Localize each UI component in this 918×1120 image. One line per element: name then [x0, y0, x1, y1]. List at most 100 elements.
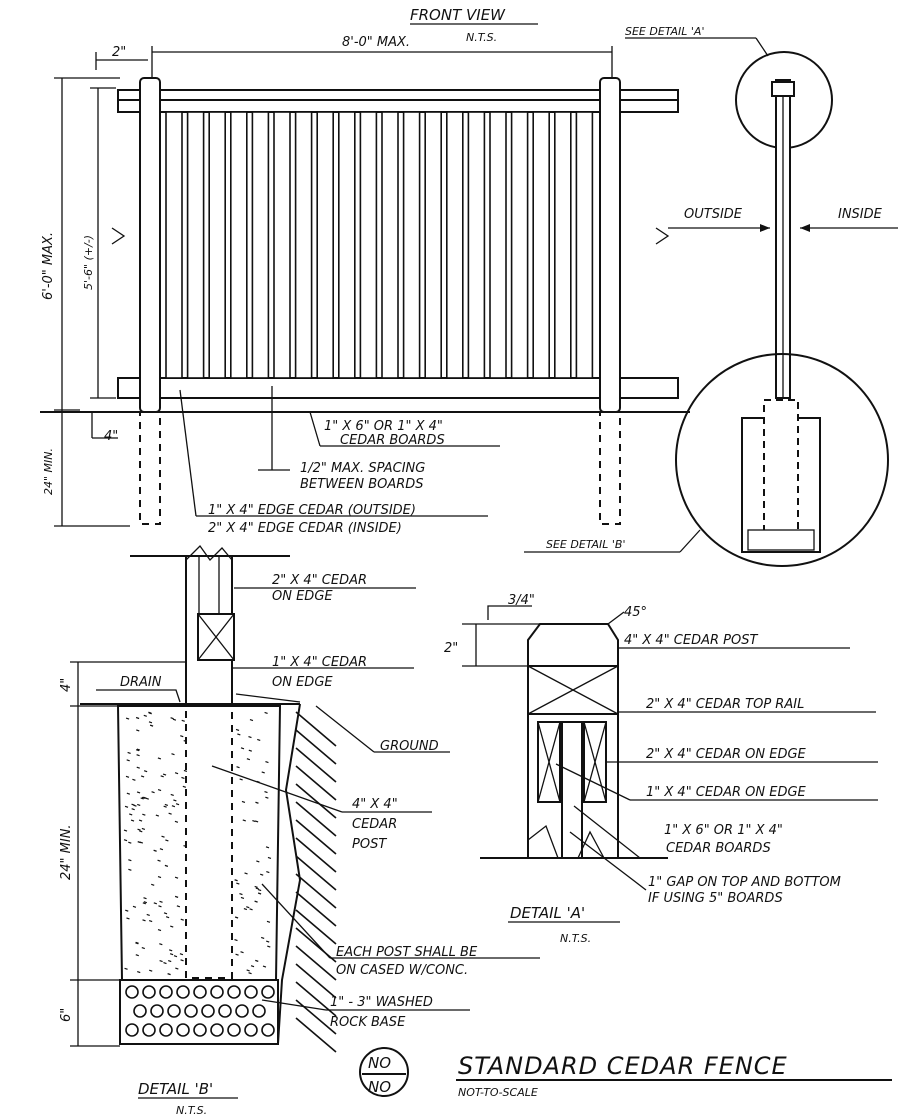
concrete-speck	[265, 796, 269, 799]
gravel-stone	[176, 1023, 190, 1037]
drawing-title: STANDARD CEDAR FENCE	[458, 1052, 788, 1080]
fence-boards	[165, 111, 594, 379]
a-boards-label-2: CEDAR BOARDS	[666, 841, 771, 856]
gravel-stone	[261, 1023, 275, 1037]
concrete-speck	[248, 972, 252, 975]
fence-board	[532, 111, 551, 379]
concrete-speck	[141, 827, 146, 830]
a-1x4-edge-label: 1" X 4" CEDAR ON EDGE	[646, 785, 807, 800]
fence-board	[489, 111, 507, 379]
gravel-stone	[159, 1023, 173, 1037]
concrete-speck	[180, 959, 184, 962]
front-view: FRONT VIEW N.T.S. 8'-0" MAX. 2" 6'-0" MA…	[40, 6, 898, 567]
a-dim-2in: 2"	[444, 641, 458, 656]
concrete-speck	[131, 808, 135, 811]
dim-2in-label: 2"	[112, 45, 126, 60]
concrete-speck	[170, 717, 174, 720]
see-detail-b-label: SEE DETAIL 'B'	[546, 538, 626, 551]
concrete-speck	[126, 792, 131, 795]
concrete-speck	[151, 791, 155, 794]
concrete-speck	[140, 797, 144, 800]
concrete-speck	[146, 913, 150, 917]
concrete-speck	[136, 791, 141, 794]
concrete-speck	[165, 839, 169, 842]
concrete-speck	[157, 788, 162, 792]
concrete-speck	[140, 775, 145, 778]
gravel-stone	[227, 985, 241, 999]
concrete-speck	[135, 954, 139, 957]
hatch-line	[295, 711, 337, 747]
concrete-speck	[252, 819, 256, 823]
concrete-speck	[254, 900, 258, 903]
concrete-speck	[174, 895, 179, 898]
outside-label: OUTSIDE	[684, 207, 743, 222]
gravel-stone	[218, 1004, 232, 1018]
concrete-speck	[267, 856, 272, 859]
concrete-speck	[170, 925, 174, 928]
depth-min-label: 24" MIN.	[42, 448, 55, 495]
concrete-speck	[137, 841, 141, 844]
concrete-speck	[143, 770, 148, 773]
concrete-speck	[173, 799, 177, 802]
fence-board	[251, 111, 270, 379]
concrete-speck	[244, 872, 248, 875]
a-angle: 45°	[624, 605, 647, 620]
concrete-speck	[171, 753, 175, 756]
concrete-speck	[136, 748, 141, 751]
hatch-line	[295, 819, 337, 855]
ground-label: GROUND	[380, 739, 439, 754]
concrete-speck	[236, 882, 240, 885]
gravel-stone	[142, 1023, 156, 1037]
concrete-speck	[240, 896, 245, 900]
concrete-speck	[265, 760, 269, 764]
gravel-stone	[227, 1023, 241, 1037]
concrete-label-1: EACH POST SHALL BE	[336, 945, 478, 960]
a-post-label: 4" X 4" CEDAR POST	[624, 633, 758, 648]
concrete-speck	[127, 751, 131, 755]
front-view-nts: N.T.S.	[466, 31, 497, 44]
fence-board	[575, 111, 594, 379]
concrete-speck	[159, 848, 164, 851]
concrete-speck	[240, 951, 244, 954]
fence-board	[273, 111, 291, 379]
concrete-speck	[167, 973, 171, 976]
concrete-speck	[180, 735, 184, 738]
concrete-speck	[262, 965, 267, 968]
gravel-stone	[235, 1004, 249, 1018]
fence-board	[208, 111, 226, 379]
drain-label: DRAIN	[120, 675, 162, 690]
concrete-speck	[137, 803, 141, 806]
see-detail-a-label: SEE DETAIL 'A'	[625, 25, 704, 38]
boards-type-label: CEDAR BOARDS	[340, 433, 445, 448]
concrete-speck	[174, 876, 179, 879]
concrete-speck	[256, 860, 260, 863]
concrete-speck	[266, 871, 270, 874]
hatch-line	[295, 891, 337, 927]
height-max-label: 6'-0" MAX.	[41, 232, 56, 300]
width-max-label: 8'-0" MAX.	[342, 35, 410, 50]
concrete-speck	[135, 716, 140, 720]
fence-board	[467, 111, 486, 379]
concrete-speck	[128, 859, 132, 862]
detail-b-title: DETAIL 'B'	[138, 1080, 213, 1098]
fence-board	[424, 111, 443, 379]
concrete-speck	[181, 776, 185, 779]
concrete-speck	[170, 793, 174, 797]
concrete-speck	[143, 901, 148, 904]
concrete-speck	[243, 907, 248, 911]
concrete-speck	[164, 803, 169, 806]
concrete-speck	[175, 967, 179, 970]
concrete-speck	[137, 828, 141, 831]
concrete-speck	[257, 889, 262, 892]
concrete-speck	[132, 905, 137, 908]
gravel-stone	[176, 985, 190, 999]
detail-b: DRAIN 2" X 4" CEDAR ON EDGE 1" X 4" CEDA…	[59, 544, 540, 1117]
concrete-speck	[163, 912, 168, 915]
concrete-speck	[257, 738, 261, 742]
concrete-speck	[125, 909, 129, 912]
concrete-speck	[123, 839, 128, 842]
a-top-rail-label: 2" X 4" CEDAR TOP RAIL	[646, 697, 804, 712]
concrete-speck	[157, 929, 162, 932]
concrete-speck	[264, 790, 268, 794]
hatch-line	[295, 963, 337, 999]
